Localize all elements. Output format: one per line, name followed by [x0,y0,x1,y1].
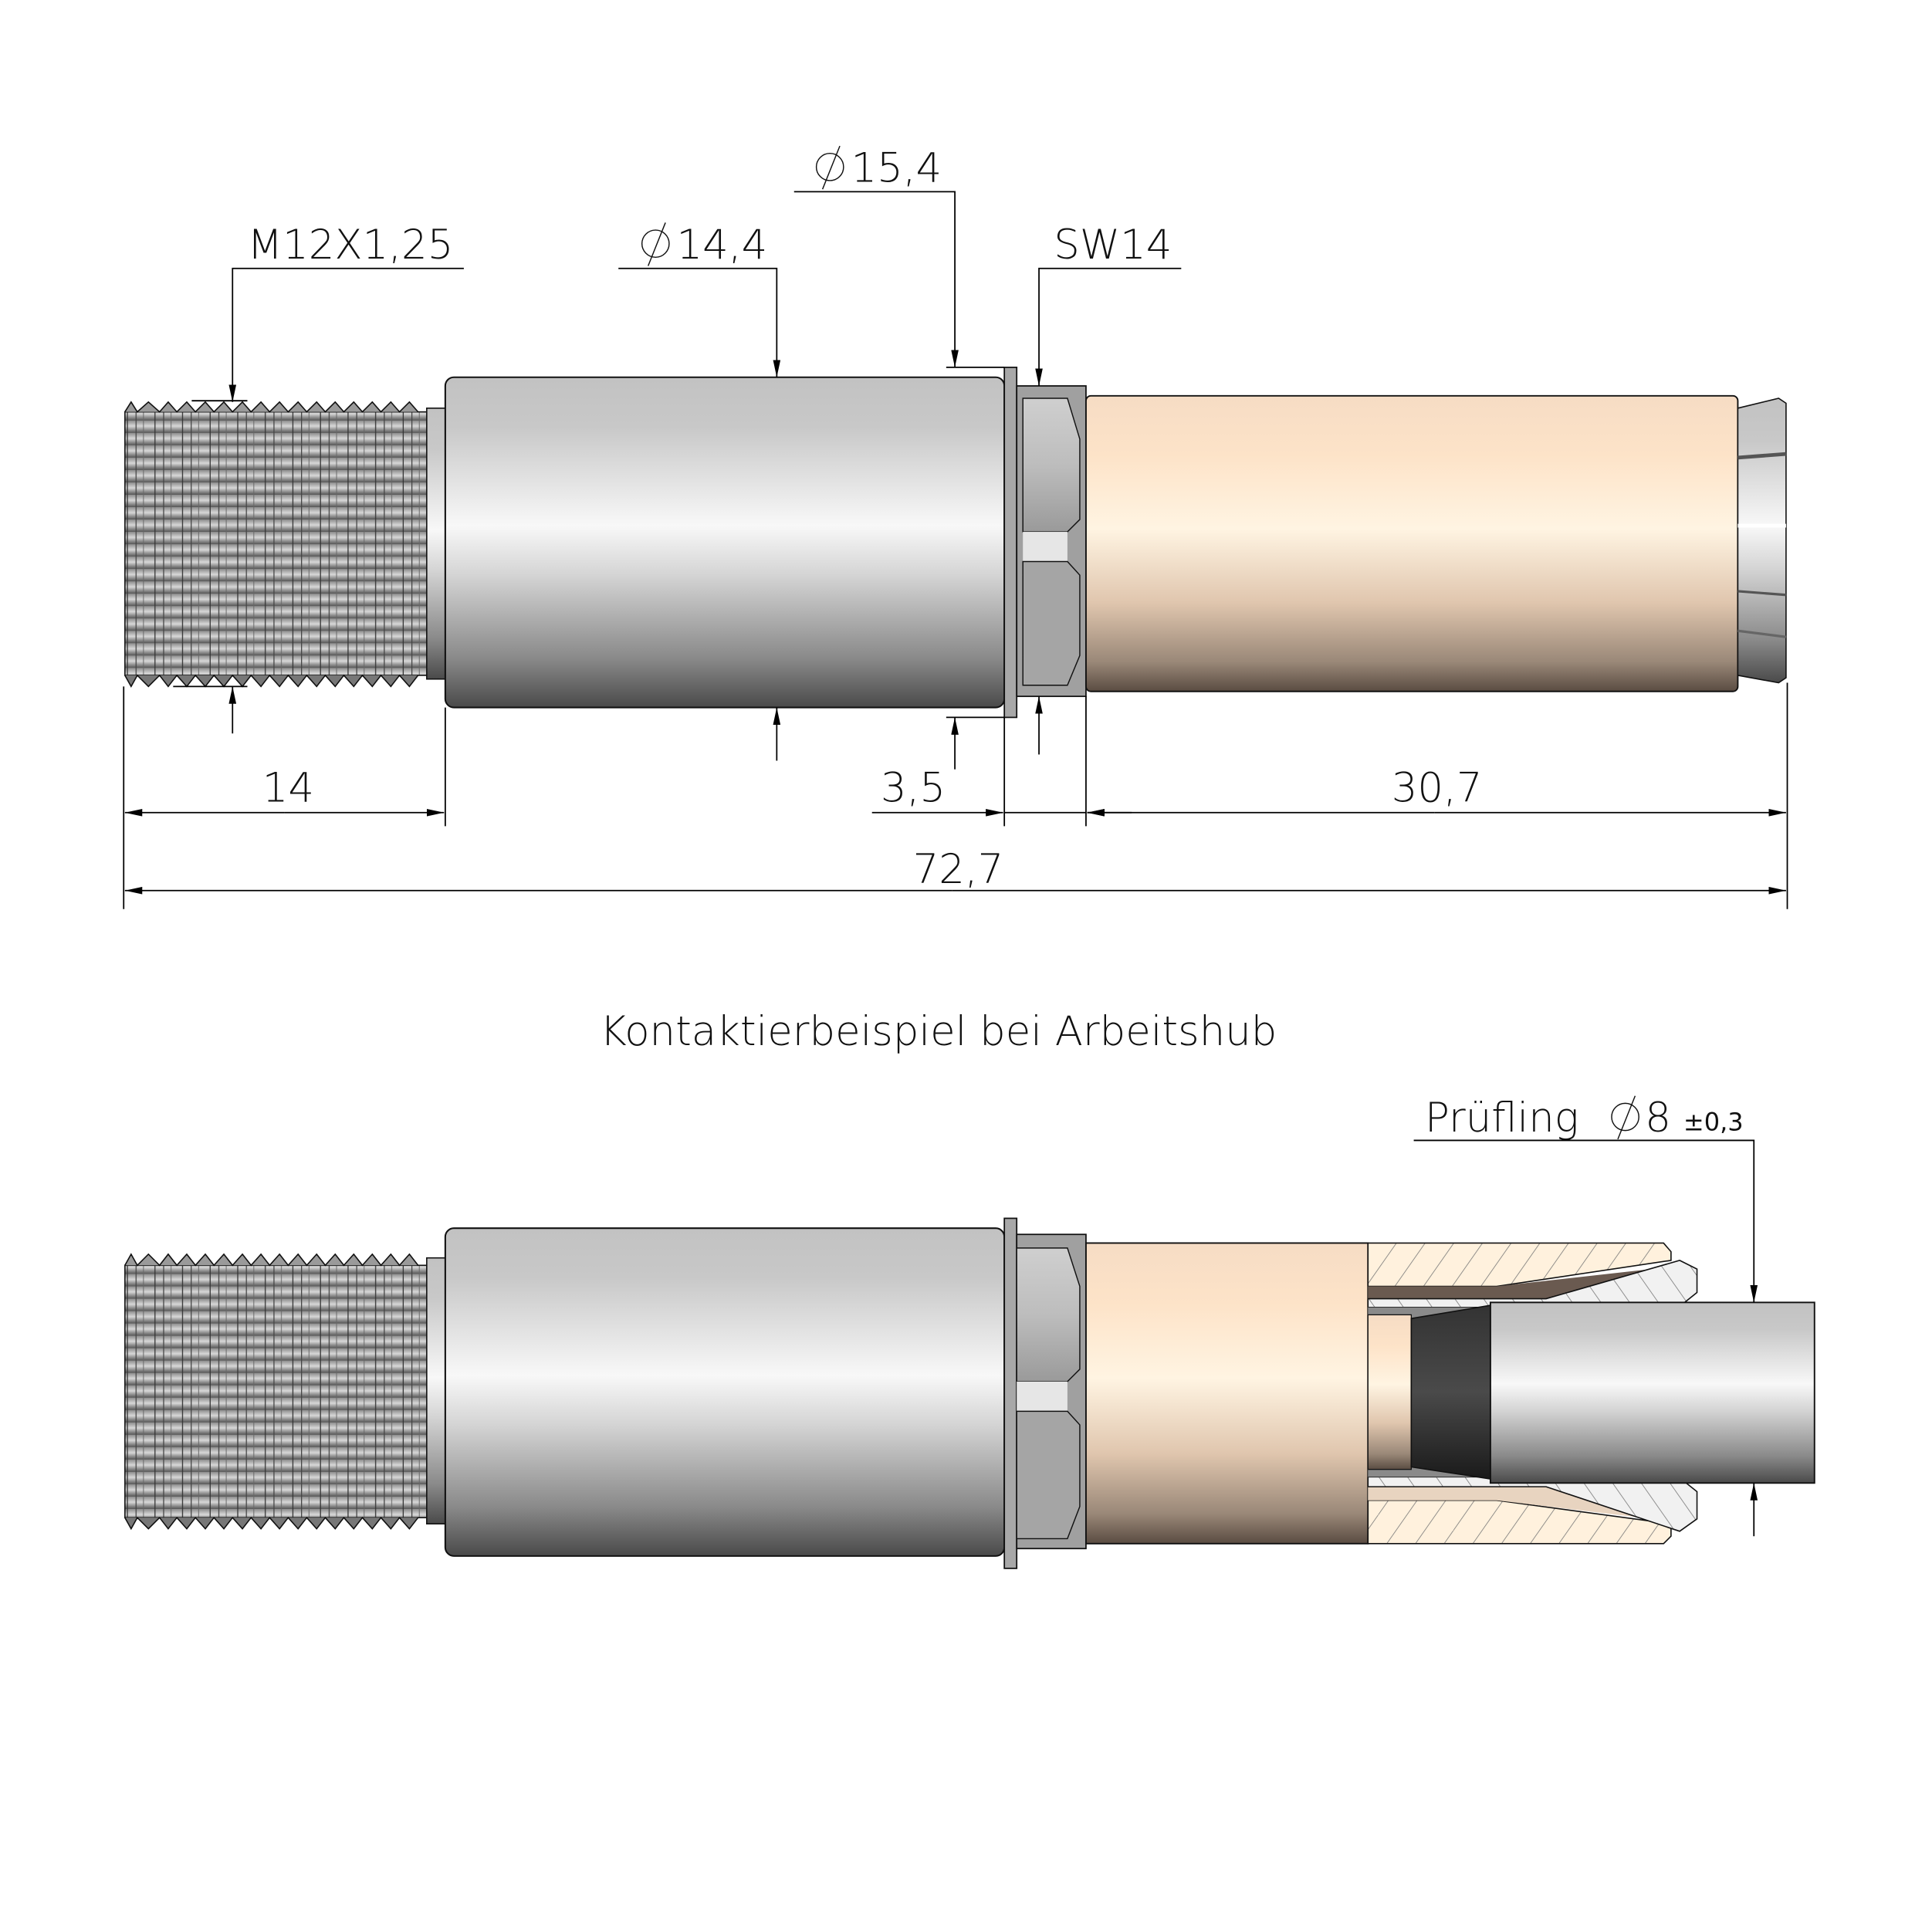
dimension-flange-offset: 3,5 [871,764,1132,817]
hex-nut [1016,385,1087,698]
section-cut-view [1367,1242,1815,1545]
body-diameter-value: 14,4 [677,222,768,269]
thread-section [124,401,448,688]
body-cylinder [444,376,1006,709]
flange [1003,367,1018,719]
insulating-tube [1084,394,1739,692]
insulating-tube-bottom [1084,1242,1369,1545]
flange-diameter-value: 15,4 [851,145,942,192]
wrench-size-callout: SW14 [1035,222,1182,755]
flange-bottom [1003,1217,1018,1569]
flange-diameter-callout: 15,4 [793,145,1005,770]
thread-neck [426,408,448,680]
contact-rubber [1410,1304,1494,1480]
dim-flange-offset-value: 3,5 [881,764,946,811]
collet-tip [1737,398,1787,684]
thread-section-bottom [124,1253,448,1531]
wrench-size-label: SW14 [1054,222,1172,269]
body-cylinder-bottom [444,1227,1006,1557]
specimen-callout: Prüfling 8 ±0,3 [1413,1095,1758,1537]
thread-crests-top [124,401,419,413]
diameter-icon [641,222,670,266]
thread-crests-bottom [124,674,419,688]
dim-thread-length-value: 14 [262,764,314,811]
top-view: M12X1,25 14,4 15,4 [123,145,1788,909]
dimension-total-length: 72,7 [124,846,1786,895]
specimen-label: Prüfling [1425,1095,1578,1142]
body-diameter-callout: 14,4 [618,222,781,761]
diameter-icon [815,145,844,190]
extension-lines [123,682,1788,909]
specimen-diameter-value: 8 [1645,1095,1671,1142]
specimen-rod [1489,1301,1815,1484]
dim-tube-length-value: 30,7 [1392,764,1483,811]
thread-spec-label: M12X1,25 [247,222,453,269]
dimension-tube-length: 30,7 [1087,764,1786,817]
specimen-tolerance: ±0,3 [1683,1108,1744,1137]
dim-total-length-value: 72,7 [913,846,1004,893]
dimension-thread-length: 14 [124,764,445,817]
bottom-view: Prüfling 8 ±0,3 [124,1095,1815,1569]
thread-callout: M12X1,25 [173,222,464,734]
section-title: Kontaktierbeispiel bei Arbeitshub [600,1008,1277,1055]
hex-nut-bottom [1016,1233,1087,1550]
diameter-icon [1611,1095,1639,1140]
